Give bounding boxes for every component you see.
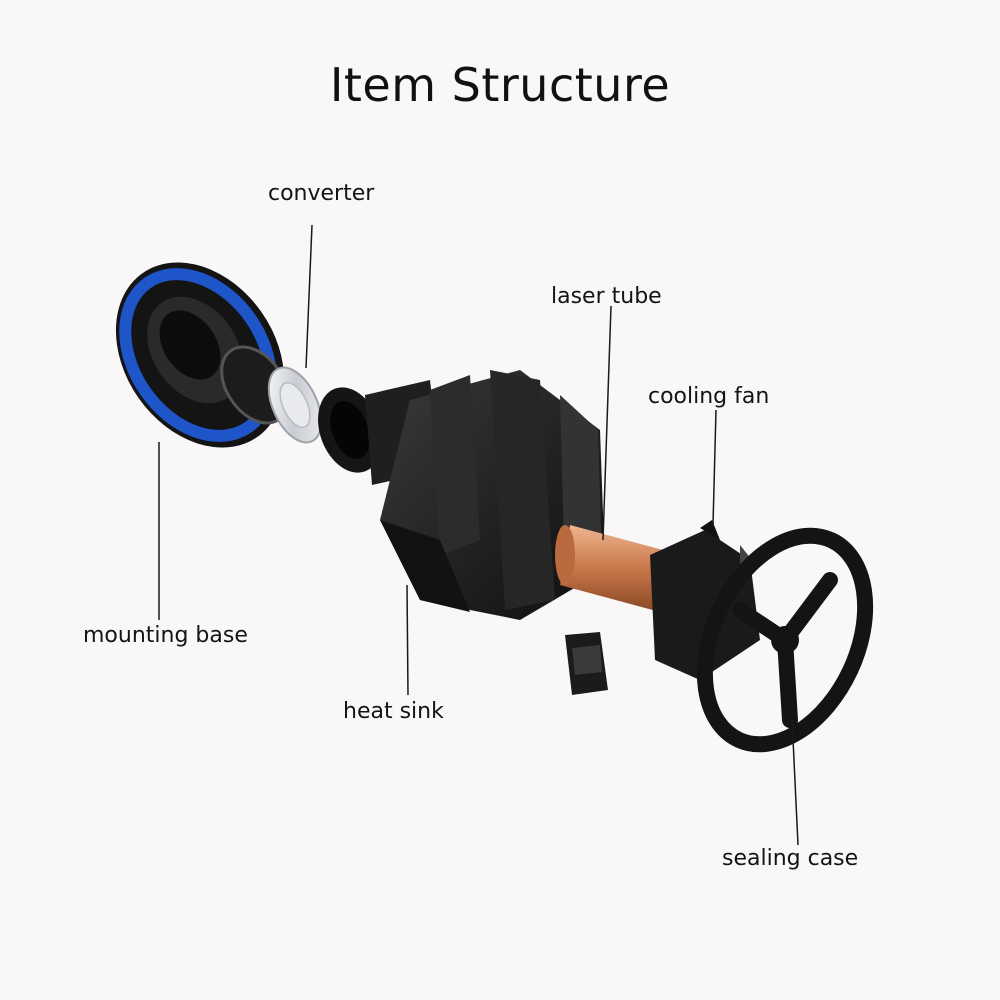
leader-lines [158, 224, 799, 846]
leader-line-heat-sink [406, 584, 409, 696]
label-laser-tube: laser tube [551, 284, 662, 309]
label-sealing-case: sealing case [722, 846, 859, 871]
page-title: Item Structure [329, 58, 671, 112]
converter-part [267, 366, 323, 444]
mounting-base-part [115, 262, 290, 448]
leader-line-sealing-case [791, 717, 799, 846]
label-cooling-fan: cooling fan [648, 384, 770, 409]
label-converter: converter [268, 181, 375, 206]
leader-line-cooling-fan [712, 409, 717, 526]
heat-sink-part [318, 370, 605, 620]
cooling-fan-part [565, 520, 760, 695]
label-heat-sink: heat sink [343, 699, 444, 724]
sealing-case-part [696, 527, 874, 753]
label-mounting-base: mounting base [83, 623, 248, 648]
leader-line-laser-tube [602, 305, 612, 541]
leader-line-converter [305, 224, 313, 369]
